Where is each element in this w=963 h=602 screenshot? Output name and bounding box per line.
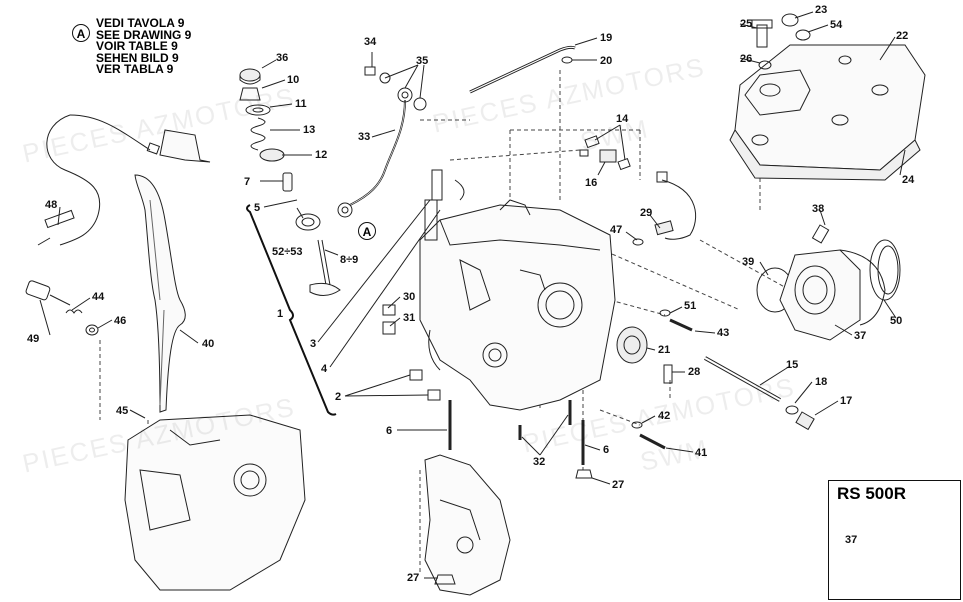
callout-40: 40 (202, 338, 215, 350)
callout-11: 11 (295, 98, 307, 110)
callout-48: 48 (45, 199, 58, 211)
callout-8-9: 8÷9 (340, 254, 359, 266)
reference-line: VEDI TAVOLA 9 (96, 16, 185, 30)
reference-notes: VEDI TAVOLA 9 SEE DRAWING 9 VOIR TABLE 9… (96, 16, 192, 76)
callout-54: 54 (830, 19, 843, 31)
callout-31: 31 (403, 312, 416, 324)
callout-inset-37: 37 (845, 534, 858, 546)
callout-22: 22 (896, 30, 909, 42)
callout-24: 24 (902, 174, 915, 186)
callout-25: 25 (740, 18, 753, 30)
callout-45: 45 (116, 405, 129, 417)
bolts (382, 304, 693, 450)
callout-16: 16 (585, 177, 598, 189)
callout-6-left: 6 (386, 425, 393, 437)
callout-51: 51 (684, 300, 697, 312)
callout-39: 39 (742, 256, 755, 268)
cable-48 (37, 114, 211, 246)
intake-manifold (756, 224, 901, 341)
callout-21: 21 (658, 344, 671, 356)
callout-6-right: 6 (603, 444, 610, 456)
callout-37: 37 (854, 330, 867, 342)
callout-30: 30 (403, 291, 416, 303)
callout-42: 42 (658, 410, 671, 422)
crankcase-lower (424, 454, 511, 596)
callout-3: 3 (310, 338, 317, 350)
callout-28: 28 (688, 366, 701, 378)
callout-4: 4 (321, 363, 328, 375)
leader-lines (39, 11, 906, 579)
cylinder-head (419, 169, 616, 411)
valve-train (239, 68, 341, 296)
sender-29 (632, 171, 697, 246)
reference-line: SEHEN BILD 9 (96, 50, 179, 65)
callout-34: 34 (364, 36, 377, 48)
callout-44: 44 (92, 291, 105, 303)
callout-17: 17 (840, 395, 853, 407)
callout-23: 23 (815, 4, 828, 16)
callout-5: 5 (254, 202, 261, 214)
callout-43: 43 (717, 327, 730, 339)
callout-32: 32 (533, 456, 546, 468)
callout-52-53: 52÷53 (272, 246, 303, 258)
callout-12: 12 (315, 149, 328, 161)
callout-41: 41 (695, 447, 708, 459)
callout-1: 1 (277, 308, 284, 320)
callout-29: 29 (640, 207, 653, 219)
breather-pipe-19 (469, 45, 576, 94)
studs (434, 400, 593, 585)
bracket-1 (246, 204, 337, 416)
callout-7: 7 (244, 176, 251, 188)
reference-line: SEE DRAWING 9 (96, 27, 192, 42)
fitting-49-44-46 (25, 280, 99, 336)
callout-19: 19 (600, 32, 613, 44)
callout-18: 18 (815, 376, 828, 388)
reference-marker: A (72, 24, 90, 42)
reference-marker-pipe: A (358, 222, 376, 240)
callout-38: 38 (812, 203, 825, 215)
callout-27-right: 27 (612, 479, 625, 491)
valve-cover (729, 13, 926, 181)
bearing-21 (616, 326, 648, 364)
shaft-15 (704, 356, 815, 431)
callout-46: 46 (114, 315, 127, 327)
callout-13: 13 (303, 124, 316, 136)
callout-50: 50 (890, 315, 903, 327)
callout-27-bottom: 27 (407, 572, 420, 584)
callout-49: 49 (27, 333, 40, 345)
callout-15: 15 (786, 359, 799, 371)
reference-line: VOIR TABLE 9 (96, 39, 178, 53)
callout-20: 20 (600, 55, 613, 67)
inset-title: RS 500R (837, 484, 906, 503)
callout-36: 36 (276, 52, 289, 64)
chain-guide-40 (134, 174, 186, 413)
oil-pipe-33 (337, 66, 427, 218)
callout-33: 33 (358, 131, 371, 143)
callout-35: 35 (416, 55, 429, 67)
callout-10: 10 (287, 74, 300, 86)
callout-14: 14 (616, 113, 629, 125)
callout-47: 47 (610, 224, 623, 236)
callout-2: 2 (335, 391, 342, 403)
variant-inset: RS 500R (828, 480, 961, 600)
cylinder-head-left (124, 414, 306, 591)
reference-line: VER TABLA 9 (96, 62, 174, 76)
callout-26: 26 (740, 53, 753, 65)
sensors-14-16 (579, 135, 631, 171)
